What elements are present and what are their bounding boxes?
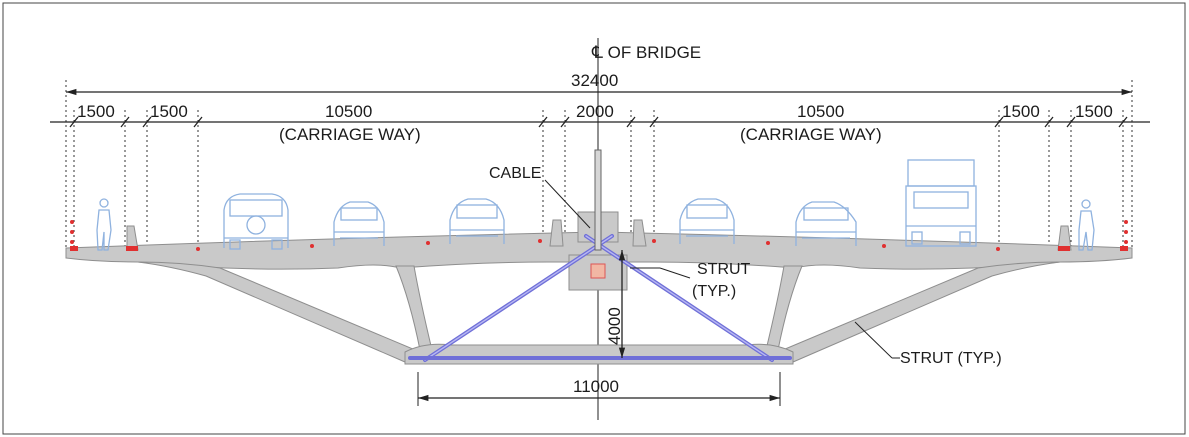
overall-width-label: 32400 (571, 71, 618, 90)
segment-dimensions: 1500 1500 10500 2000 10500 1500 1500 (CA… (50, 102, 1150, 255)
suv-left (223, 193, 289, 250)
bottom-width-dimension: 11000 (417, 372, 781, 406)
lower-strut-annotation: STRUT (TYP.) (854, 321, 1002, 367)
stay-cables (408, 149, 792, 362)
depth-dimension: 4000 (605, 249, 626, 358)
barrier-median-right (632, 219, 647, 247)
centerline-label: ℄ OF BRIDGE (591, 43, 701, 62)
strut-lower-label: STRUT (TYP.) (900, 350, 1002, 367)
vehicles (96, 159, 1095, 251)
right-outer-strut (776, 261, 1061, 363)
cable-label: CABLE (489, 165, 541, 182)
pedestrian-right (1078, 199, 1095, 251)
carriageway-right-label: (CARRIAGE WAY) (740, 125, 882, 144)
overall-width-dimension: 32400 (65, 71, 1133, 260)
segment-label-1: 1500 (77, 102, 115, 121)
anchorage-marker (590, 263, 606, 279)
cable-annotation: CABLE (489, 165, 591, 229)
bottom-width-label: 11000 (573, 377, 619, 396)
segment-label-6: 1500 (1002, 102, 1040, 121)
depth-label: 4000 (605, 307, 624, 345)
car-right-2 (795, 201, 857, 246)
barrier-right (1057, 225, 1072, 251)
carriageway-left-label: (CARRIAGE WAY) (279, 125, 421, 144)
deck-markers (70, 220, 1128, 251)
car-left-3 (449, 198, 505, 244)
segment-label-7: 1500 (1075, 102, 1113, 121)
strut-upper-label-1: STRUT (697, 261, 751, 278)
segment-label-5: 10500 (797, 102, 844, 121)
car-right-1 (679, 198, 735, 244)
truck-right (905, 159, 977, 247)
left-inner-strut (395, 265, 433, 351)
upper-strut-annotation: STRUT (TYP.) (630, 261, 751, 300)
segment-label-2: 1500 (150, 102, 188, 121)
segment-label-3: 10500 (325, 102, 372, 121)
left-outer-strut (137, 261, 422, 363)
segment-label-4: 2000 (576, 102, 614, 121)
bottom-flange (404, 343, 794, 365)
strut-upper-label-2: (TYP.) (692, 283, 736, 300)
barrier-median-left (549, 219, 564, 247)
car-left-2 (333, 201, 385, 246)
pedestrian-left (96, 198, 112, 251)
pylon-mast (594, 149, 602, 251)
right-inner-strut (765, 265, 803, 351)
